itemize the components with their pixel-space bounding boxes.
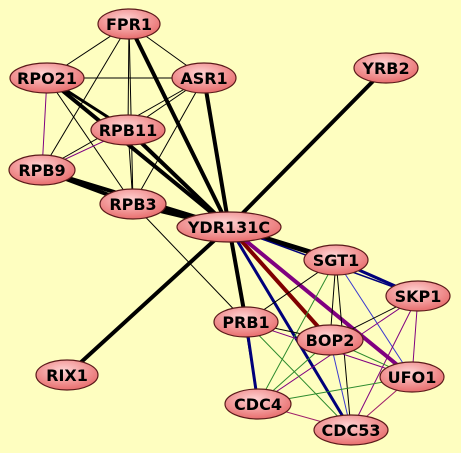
node-rpb11[interactable]: RPB11	[90, 114, 166, 146]
node-sgt1[interactable]: SGT1	[303, 244, 369, 276]
node-label: RIX1	[46, 366, 88, 385]
node-ellipse[interactable]	[313, 414, 389, 446]
node-ellipse[interactable]	[9, 62, 85, 94]
edge-fpr1-rpb9	[41, 23, 130, 171]
edge-rix1-ydr131c	[65, 225, 231, 377]
edge-rpb11-ydr131c	[126, 128, 231, 229]
node-yrb2[interactable]: YRB2	[353, 52, 419, 84]
edge-skp1-cdc53	[350, 295, 419, 431]
edge-rpo21-rpb3	[46, 77, 134, 205]
node-rpb9[interactable]: RPB9	[8, 154, 76, 186]
node-rix1[interactable]: RIX1	[35, 359, 99, 391]
node-label: FPR1	[106, 15, 152, 34]
edge-ydr131c-bop2	[227, 225, 332, 342]
node-fpr1[interactable]: FPR1	[97, 8, 161, 40]
edge-ydr131c-cdc53	[227, 225, 353, 432]
edge-fpr1-rpb11	[127, 23, 130, 131]
edge-ydr131c-ufo1	[227, 225, 414, 379]
node-ellipse[interactable]	[35, 359, 99, 391]
node-ellipse[interactable]	[224, 388, 292, 420]
edge-sgt1-cdc4	[257, 259, 337, 405]
edge-prb1-cdc53	[245, 321, 352, 431]
node-ellipse[interactable]	[8, 154, 76, 186]
edge-asr1-rpb3	[132, 77, 205, 205]
node-ellipse[interactable]	[353, 52, 419, 84]
node-ellipse[interactable]	[99, 188, 167, 220]
node-ydr131c[interactable]: YDR131C	[176, 211, 282, 243]
node-ellipse[interactable]	[90, 114, 166, 146]
node-label: RPB11	[99, 121, 158, 140]
node-label: YRB2	[361, 59, 409, 78]
node-bop2[interactable]: BOP2	[296, 324, 364, 356]
node-label: RPB3	[109, 195, 156, 214]
node-ellipse[interactable]	[385, 280, 451, 312]
node-cdc53[interactable]: CDC53	[313, 414, 389, 446]
node-label: CDC4	[234, 395, 282, 414]
node-ufo1[interactable]: UFO1	[379, 361, 445, 393]
node-label: RPO21	[17, 69, 77, 88]
edge-fpr1-rpb3	[128, 23, 134, 205]
node-label: BOP2	[306, 331, 355, 350]
node-label: SGT1	[313, 251, 359, 270]
node-cdc4[interactable]: CDC4	[224, 388, 292, 420]
node-label: ASR1	[180, 69, 227, 88]
node-asr1[interactable]: ASR1	[171, 62, 237, 94]
node-rpb3[interactable]: RPB3	[99, 188, 167, 220]
node-label: YDR131C	[187, 218, 270, 237]
node-label: PRB1	[222, 313, 269, 332]
node-skp1[interactable]: SKP1	[385, 280, 451, 312]
node-label: SKP1	[395, 287, 442, 306]
node-prb1[interactable]: PRB1	[213, 306, 279, 338]
node-label: CDC53	[321, 421, 380, 440]
node-label: UFO1	[388, 368, 437, 387]
edge-yrb2-ydr131c	[227, 66, 388, 229]
node-ellipse[interactable]	[303, 244, 369, 276]
node-rpo21[interactable]: RPO21	[9, 62, 85, 94]
node-ellipse[interactable]	[171, 62, 237, 94]
edge-fpr1-ydr131c	[127, 22, 231, 229]
edge-asr1-ydr131c	[202, 76, 231, 229]
node-label: RPB9	[18, 161, 65, 180]
edge-rpo21-ydr131c	[45, 76, 231, 229]
node-ellipse[interactable]	[213, 306, 279, 338]
node-ellipse[interactable]	[379, 361, 445, 393]
node-ellipse[interactable]	[296, 324, 364, 356]
node-ellipse[interactable]	[176, 211, 282, 243]
node-ellipse[interactable]	[97, 8, 161, 40]
